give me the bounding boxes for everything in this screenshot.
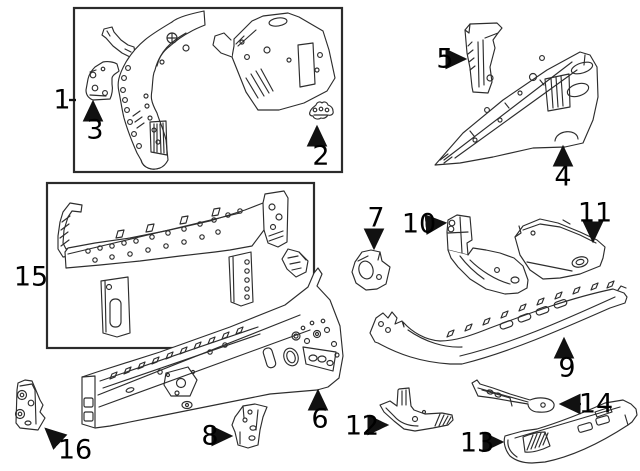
part-illustration-3 [85, 61, 120, 101]
part-illustration-4 [434, 51, 599, 166]
callout-13[interactable]: 13 [459, 427, 495, 459]
callout-7[interactable]: 7 [367, 202, 385, 234]
callout-5[interactable]: 5 [436, 43, 454, 75]
part-illustration-5 [464, 22, 503, 94]
callout-14[interactable]: 14 [578, 388, 614, 420]
part-illustration-6 [81, 267, 344, 429]
part-illustration-8 [231, 403, 268, 449]
callout-2[interactable]: 2 [312, 140, 330, 172]
callout-3[interactable]: 3 [86, 114, 104, 146]
callout-16[interactable]: 16 [57, 434, 93, 466]
part-illustration-2 [309, 101, 334, 120]
callout-4[interactable]: 4 [554, 161, 572, 193]
callout-11[interactable]: 11 [577, 197, 613, 229]
part-illustration-9 [369, 280, 628, 365]
callout-15[interactable]: 15 [13, 261, 49, 293]
callout-6[interactable]: 6 [311, 403, 329, 435]
part-illustration-14 [471, 379, 555, 413]
callout-8[interactable]: 8 [201, 420, 219, 452]
callout-1[interactable]: 1 [53, 84, 71, 116]
part-illustration-wheelhouse [117, 10, 206, 170]
part-illustration-16 [14, 379, 46, 431]
part-illustration-clip-bracket [101, 26, 136, 58]
assembly-box-1 [72, 6, 344, 174]
callout-10-arrow [424, 214, 448, 235]
part-illustration-15 [57, 190, 309, 338]
callout-10[interactable]: 10 [401, 208, 437, 240]
part-illustration-11 [514, 218, 606, 280]
part-illustration-10 [446, 214, 529, 295]
part-illustration-cowl-side-panel [212, 12, 336, 111]
callout-12[interactable]: 12 [344, 410, 380, 442]
callout-16-arrow [44, 427, 68, 450]
part-illustration-7 [351, 249, 391, 291]
callout-9[interactable]: 9 [558, 352, 576, 384]
part-illustration-12 [379, 387, 454, 432]
part-illustration-13 [503, 399, 638, 464]
